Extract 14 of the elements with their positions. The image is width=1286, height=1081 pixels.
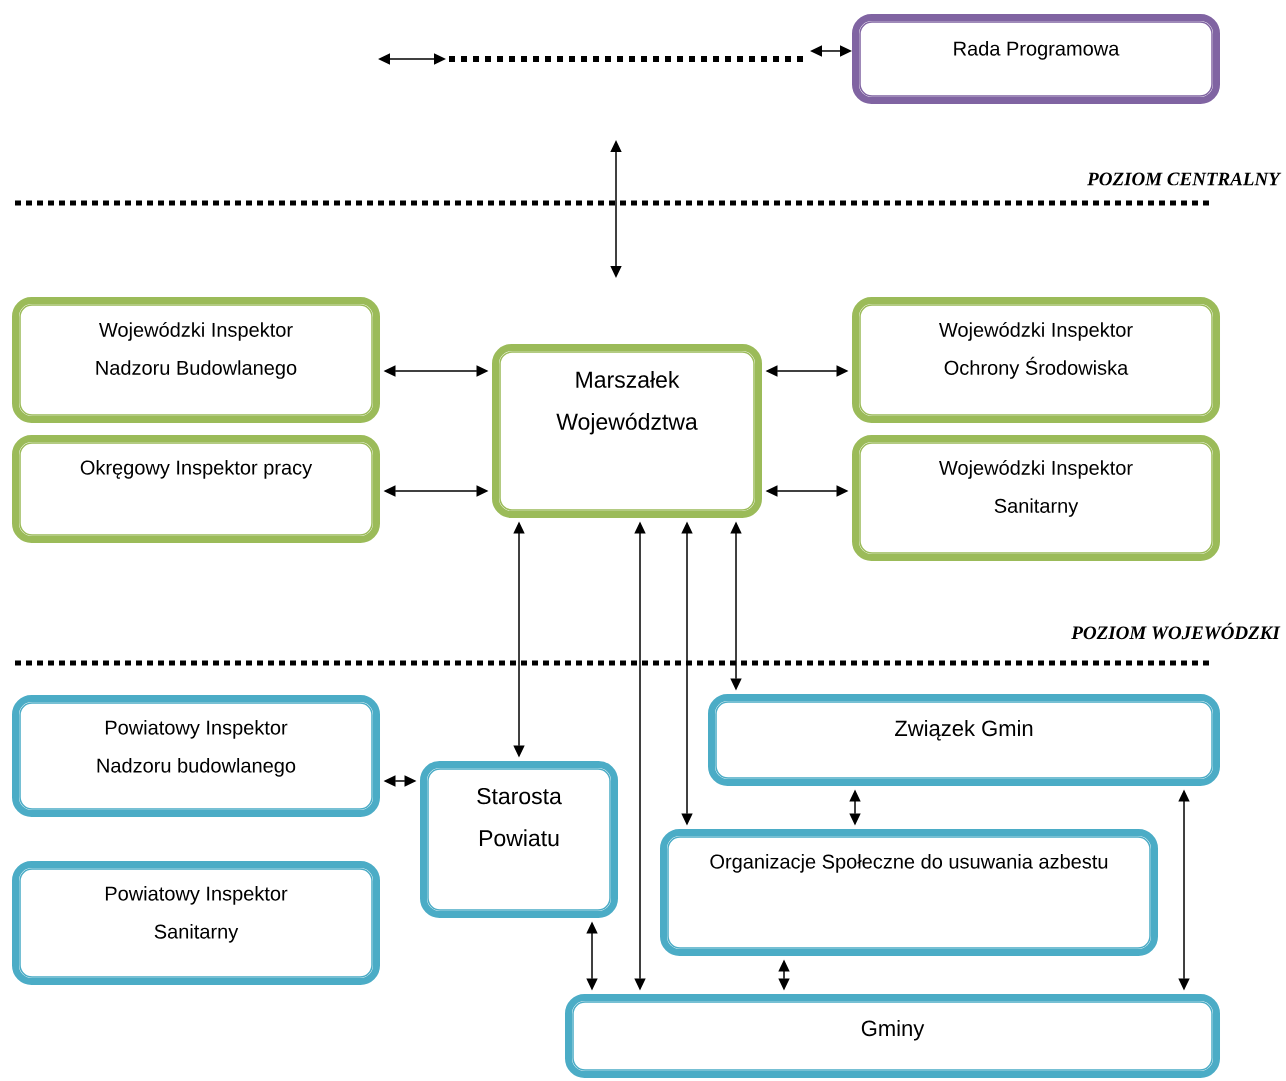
rounded-box: Okręgowy Inspektor pracy bbox=[12, 435, 380, 543]
rounded-box: Starosta Powiatu bbox=[420, 761, 618, 918]
rounded-box: Powiatowy Inspektor Sanitarny bbox=[12, 861, 380, 985]
rounded-box: Wojewódzki Inspektor Nadzoru Budowlanego bbox=[12, 297, 380, 423]
rounded-box: Marszałek Województwa bbox=[492, 344, 762, 518]
rounded-box: Wojewódzki Inspektor Sanitarny bbox=[852, 435, 1220, 561]
rounded-box: Gminy bbox=[565, 994, 1220, 1078]
rounded-box: Powiatowy Inspektor Nadzoru budowlanego bbox=[12, 695, 380, 817]
rounded-box: Wojewódzki Inspektor Ochrony Środowiska bbox=[852, 297, 1220, 423]
rounded-box: Związek Gmin bbox=[708, 694, 1220, 786]
level-label: POZIOM WOJEWÓDZKI bbox=[1071, 622, 1281, 640]
level-label: POZIOM CENTRALNY bbox=[1087, 172, 1282, 186]
rounded-box: Organizacje Społeczne do usuwania azbestu bbox=[660, 829, 1158, 956]
rounded-box: Rada Programowa bbox=[852, 14, 1220, 104]
